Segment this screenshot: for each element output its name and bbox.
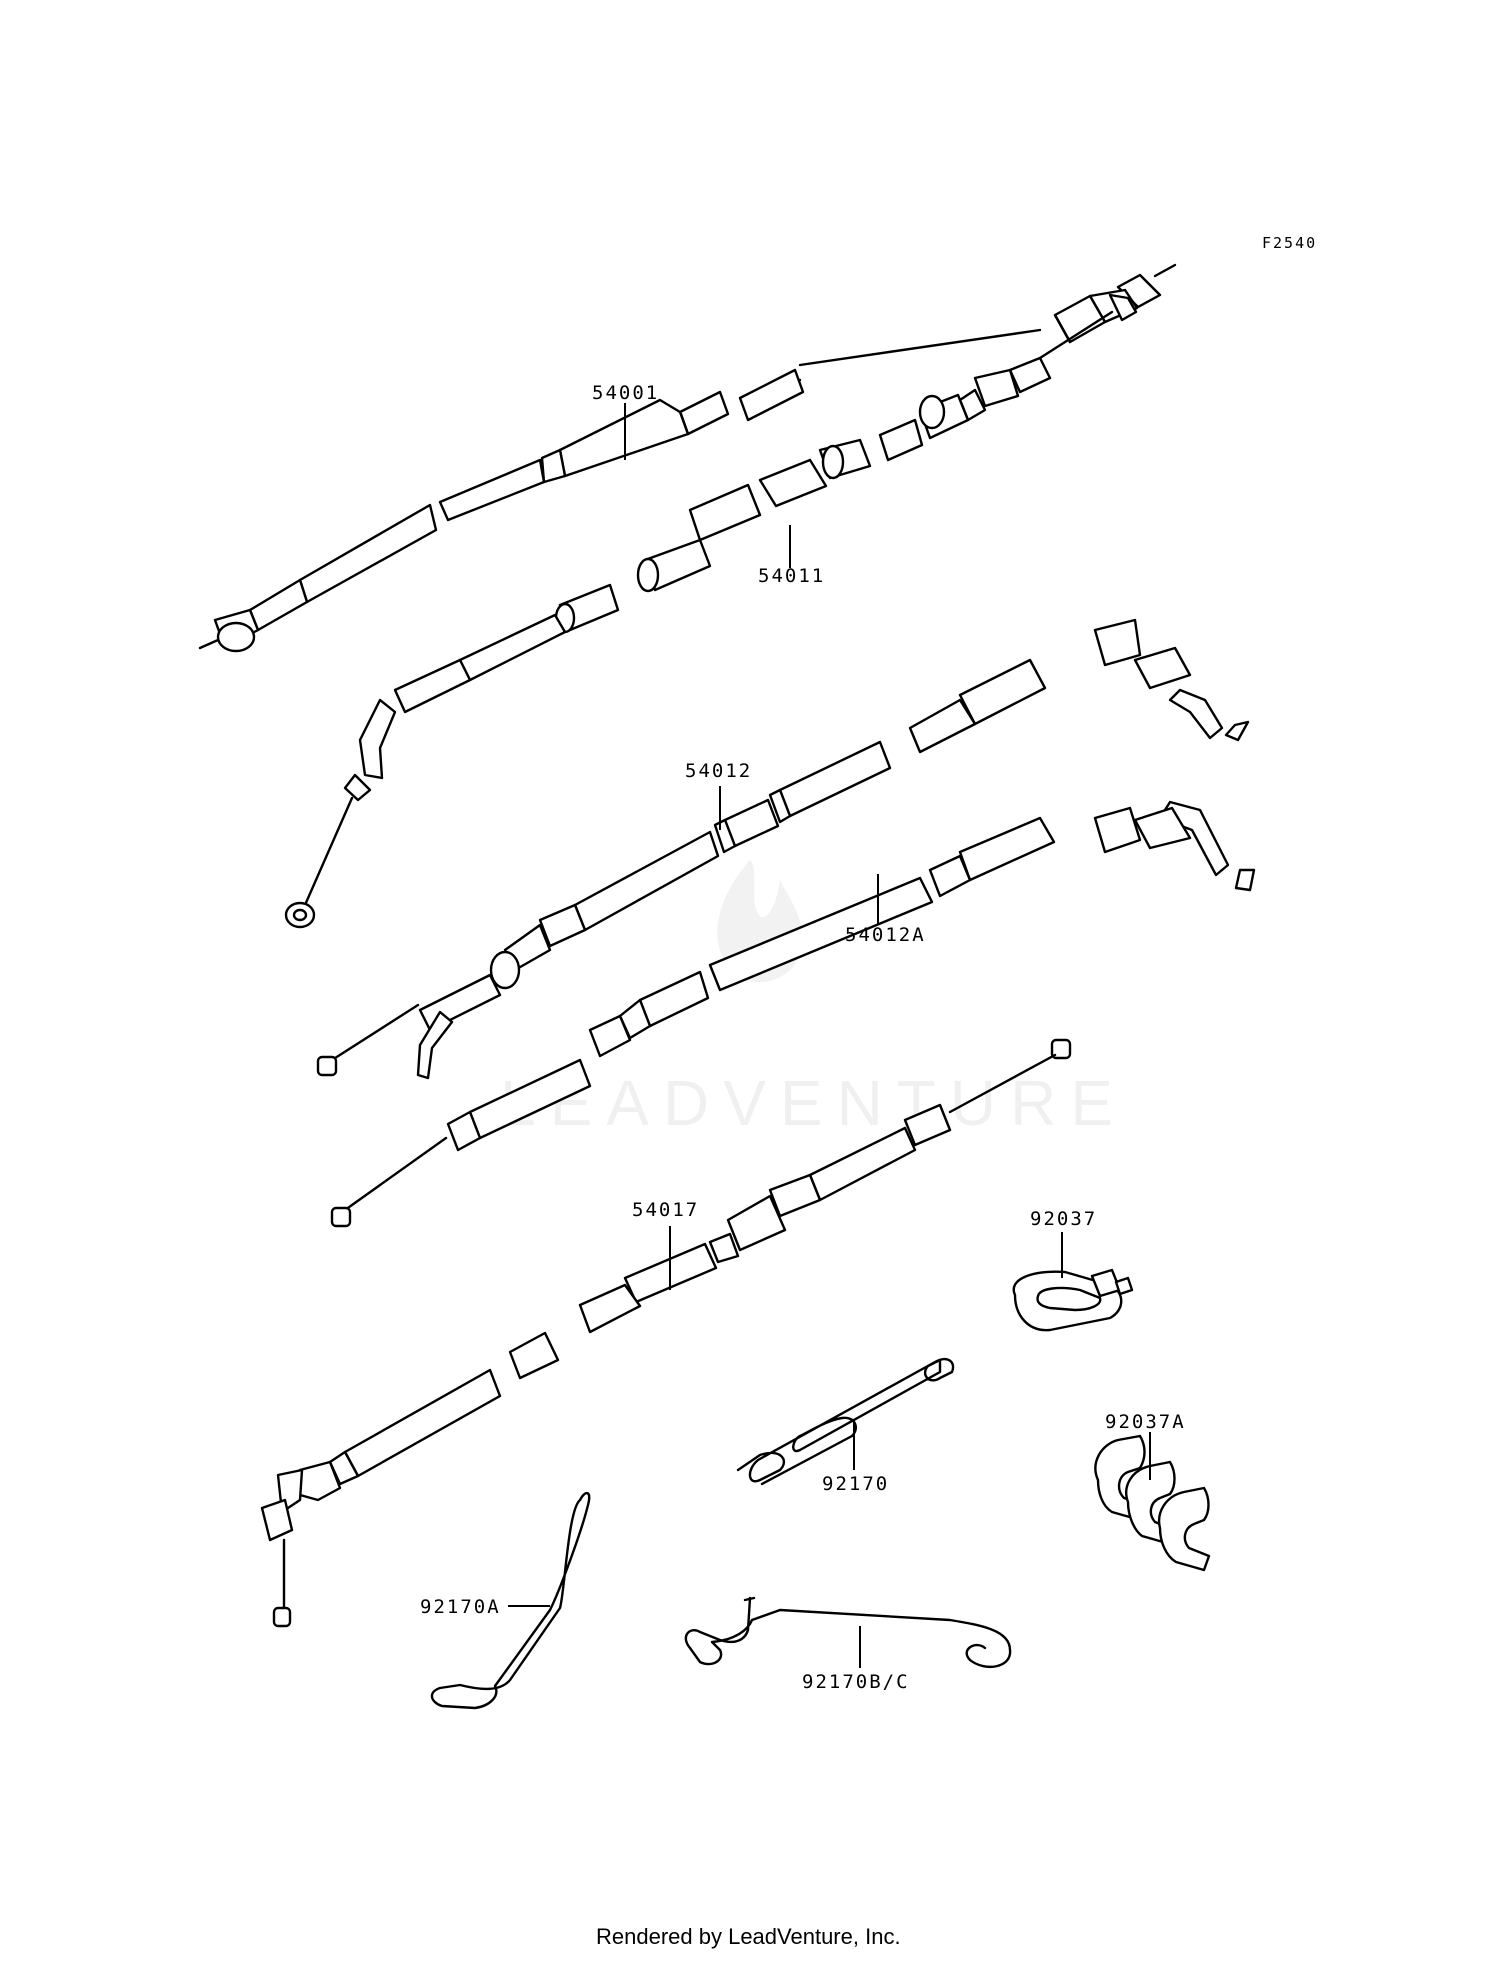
throttle-cable-part[interactable] bbox=[316, 618, 1250, 1080]
choke-cable-part[interactable] bbox=[260, 1038, 1072, 1628]
cable-clamp-part[interactable] bbox=[1012, 1268, 1134, 1332]
label-54017: 54017 bbox=[632, 1199, 699, 1221]
watermark-text: LEADVENTURE bbox=[500, 1067, 1127, 1139]
label-92170A: 92170A bbox=[420, 1596, 501, 1618]
speedometer-cable-part[interactable] bbox=[198, 263, 1177, 653]
wire-clamp-bc-part[interactable] bbox=[684, 1596, 1012, 1668]
label-54011: 54011 bbox=[758, 565, 825, 587]
wire-clamp-a-part[interactable] bbox=[430, 1491, 591, 1710]
label-92037A: 92037A bbox=[1105, 1411, 1186, 1433]
clutch-cable-part[interactable] bbox=[284, 293, 1138, 929]
label-54001: 54001 bbox=[592, 382, 659, 404]
label-92170: 92170 bbox=[822, 1473, 889, 1495]
diagram-code: F2540 bbox=[1262, 234, 1317, 252]
triple-cable-clamp-part[interactable] bbox=[1094, 1434, 1211, 1572]
throttle-cable-a-part[interactable] bbox=[330, 800, 1256, 1228]
label-92037: 92037 bbox=[1030, 1208, 1097, 1230]
wire-clamp-part[interactable] bbox=[736, 1358, 955, 1486]
footer-credit: Rendered by LeadVenture, Inc. bbox=[596, 1924, 901, 1949]
label-54012: 54012 bbox=[685, 760, 752, 782]
label-54012A: 54012A bbox=[845, 924, 926, 946]
label-92170BC: 92170B/C bbox=[802, 1671, 910, 1693]
